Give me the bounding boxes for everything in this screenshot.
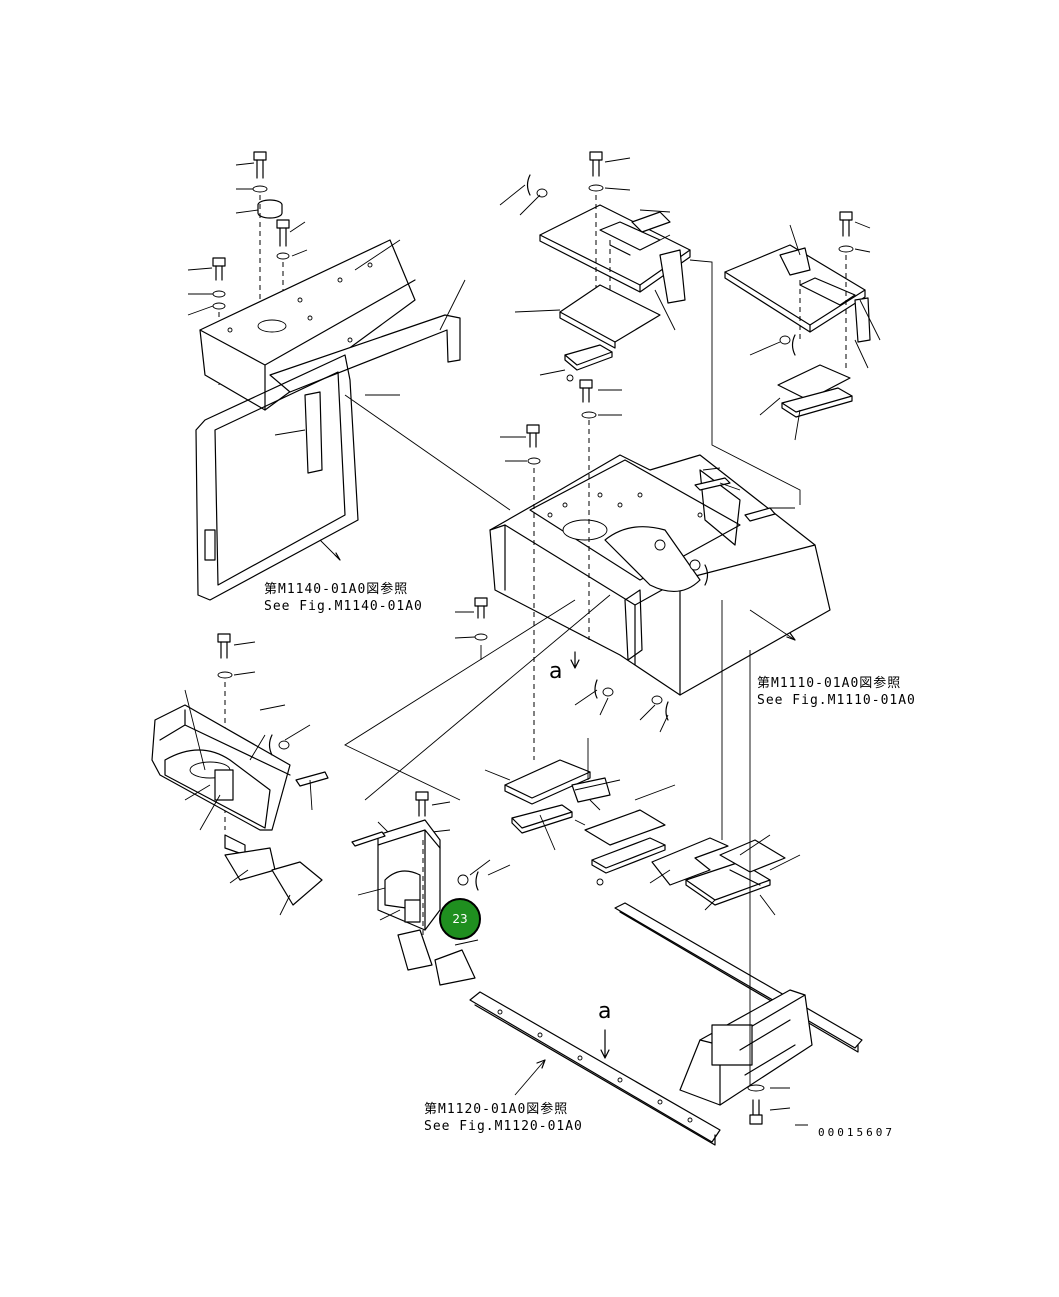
bolt-icon <box>579 379 593 403</box>
bolt-icon <box>217 633 231 659</box>
bottom-frame-assembly <box>469 600 863 1146</box>
step-pad <box>511 804 573 829</box>
washer-icon <box>527 457 541 465</box>
bracket <box>559 284 661 343</box>
step-pad <box>564 344 613 366</box>
bracket <box>584 809 666 846</box>
bolt-icon <box>474 597 488 619</box>
drawing-code: 00015607 <box>818 1126 895 1139</box>
right-plate-assembly <box>724 211 881 441</box>
step-bracket-group <box>484 738 801 916</box>
marker-a-lower: a <box>598 999 611 1024</box>
washer-icon <box>212 302 226 310</box>
left-cover-assembly <box>187 151 511 601</box>
callout-badge[interactable] <box>439 898 481 940</box>
washer-icon <box>217 671 233 679</box>
bolt-icon <box>253 151 267 179</box>
callout-label[interactable]: 23 <box>452 912 467 926</box>
washer-icon <box>838 245 854 253</box>
wedge <box>271 861 323 906</box>
reference-m1110: 第M1110-01A0図参照 See Fig.M1110-01A0 <box>757 675 916 708</box>
reference-m1140: 第M1140-01A0図参照 See Fig.M1140-01A0 <box>264 581 423 614</box>
washer-icon <box>276 252 290 260</box>
washer-icon <box>779 335 791 345</box>
reference-en-text: See Fig.M1120-01A0 <box>424 1119 583 1134</box>
washer-icon <box>212 290 226 298</box>
left-housing-assembly <box>151 633 329 916</box>
callout-23[interactable]: 23 <box>439 898 481 940</box>
cap-icon <box>257 199 283 219</box>
bolt-icon <box>526 424 540 448</box>
reference-en-text: See Fig.M1140-01A0 <box>264 599 423 614</box>
bolt-icon <box>589 151 603 177</box>
washer-icon <box>536 188 548 198</box>
marker-a-upper: a <box>549 659 562 684</box>
washer-icon <box>474 633 488 641</box>
bolt-icon <box>212 257 226 281</box>
washer-icon <box>747 1084 765 1092</box>
step-pad <box>651 837 729 886</box>
frame-rail <box>469 991 721 1143</box>
clip-icon <box>526 174 531 196</box>
wedge <box>397 929 433 971</box>
bolt-icon <box>839 211 853 237</box>
washer-icon <box>252 185 268 193</box>
bolt-icon <box>749 1099 763 1125</box>
reference-jp-text: 第M1120-01A0図参照 <box>424 1101 568 1117</box>
center-plate-assembly <box>499 151 801 505</box>
bolt-icon <box>415 791 429 817</box>
reference-en-text: See Fig.M1110-01A0 <box>757 693 916 708</box>
reference-m1120: 第M1120-01A0図参照 See Fig.M1120-01A0 <box>424 1101 583 1134</box>
washer-icon <box>581 411 597 419</box>
door-frame <box>195 354 359 601</box>
main-frame-assembly <box>344 420 831 801</box>
bolt-icon <box>276 219 290 247</box>
washer-icon <box>588 184 604 192</box>
reference-jp-text: 第M1110-01A0図参照 <box>757 675 901 691</box>
bracket <box>777 364 851 401</box>
wedge <box>434 949 476 986</box>
reference-jp-text: 第M1140-01A0図参照 <box>264 581 408 597</box>
wedge <box>224 847 276 881</box>
center-housing-assembly <box>351 791 511 986</box>
